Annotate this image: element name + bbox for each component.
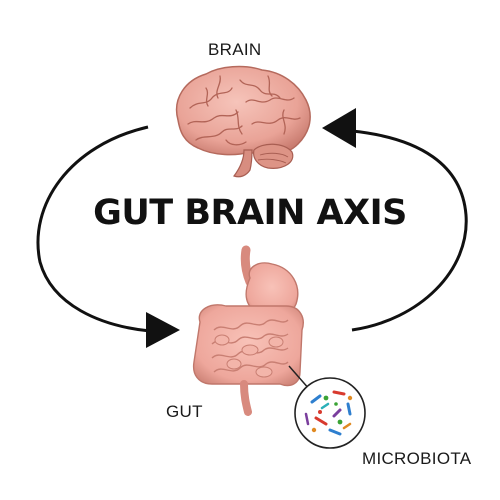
gut-label: GUT bbox=[166, 402, 203, 421]
brain-illustration bbox=[175, 65, 311, 178]
arrow-gut-to-brain bbox=[351, 129, 468, 332]
arrowhead-left bbox=[146, 312, 180, 348]
microbiota-illustration bbox=[294, 377, 366, 449]
arrowhead-right bbox=[322, 108, 356, 148]
gut-illustration bbox=[192, 245, 304, 416]
arrow-brain-to-gut bbox=[36, 125, 151, 333]
microbiota-label: MICROBIOTA bbox=[362, 449, 472, 468]
brain-label: BRAIN bbox=[208, 40, 262, 59]
diagram-title: GUT BRAIN AXIS bbox=[93, 193, 407, 233]
